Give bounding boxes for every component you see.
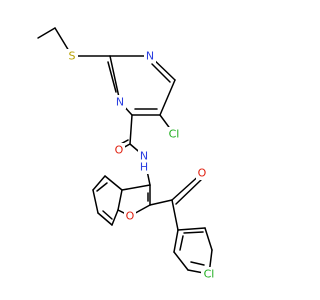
furan-oxygen-label: O <box>126 210 135 223</box>
amide-oxygen-label: O <box>115 144 124 157</box>
bond-line <box>179 235 184 251</box>
bond-line <box>177 227 206 231</box>
bond-line <box>190 261 205 266</box>
pyrimidine-nitrogen-left-label: N <box>116 96 124 109</box>
bond-line <box>149 199 173 206</box>
bond-line <box>107 61 117 93</box>
bond-line <box>151 63 171 83</box>
bond-line <box>121 184 151 191</box>
bond-line <box>104 175 123 191</box>
bond-line <box>92 189 99 214</box>
bond-line <box>159 79 176 116</box>
amide-hydrogen-label: H <box>140 161 148 174</box>
bond-line <box>129 114 133 145</box>
sulfur-atom-label: S <box>69 50 76 63</box>
pyrimidine-nitrogen-top-label: N <box>146 50 154 63</box>
bond-line <box>111 209 119 226</box>
bond-line <box>102 210 113 220</box>
bond-line <box>173 251 189 271</box>
chlorine-atom-lower-label: Cl <box>204 268 215 281</box>
ketone-oxygen-label: O <box>198 167 207 180</box>
bond-line <box>92 175 106 191</box>
bond-line <box>117 189 123 211</box>
bond-line <box>109 55 121 103</box>
bond-line <box>171 199 179 231</box>
atoms-layer: S N N Cl O N H O O Cl <box>66 49 217 281</box>
bond-line <box>204 227 213 251</box>
bond-line <box>97 212 113 226</box>
bond-line <box>183 231 204 234</box>
amide-nitrogen-label: N <box>140 150 148 163</box>
bond-line <box>175 179 202 205</box>
bond-line <box>173 229 179 253</box>
chlorine-atom-upper-label: Cl <box>169 128 180 141</box>
bond-line <box>37 27 56 39</box>
molecule-structure: S N N Cl O N H O O Cl <box>37 27 217 281</box>
bond-line <box>96 182 108 192</box>
